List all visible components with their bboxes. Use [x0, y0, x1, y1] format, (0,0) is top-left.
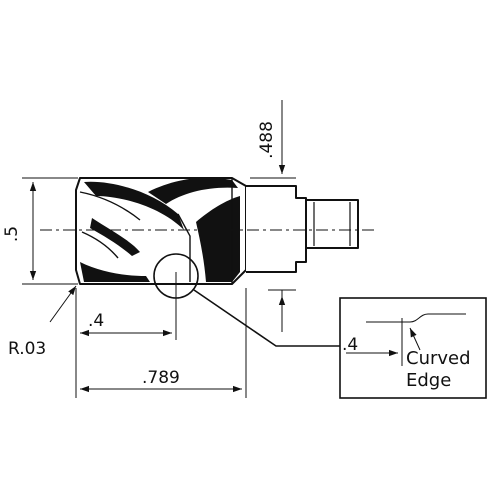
- flute-lower: [80, 262, 150, 282]
- dim-shank-height-label: .488: [257, 121, 277, 159]
- flute-right-band: [196, 196, 240, 282]
- dim-diameter: [22, 177, 78, 285]
- dim-flute-length-label: .4: [88, 311, 104, 331]
- dim-flute-length: [75, 272, 177, 398]
- detail-callout-circle: [153, 253, 199, 299]
- flute-upper-right: [148, 177, 238, 204]
- flute-middle: [90, 218, 140, 256]
- detail-box: [339, 297, 487, 399]
- detail-caption-edge: Edge: [406, 370, 451, 391]
- neck-outline: [246, 185, 307, 273]
- detail-caption-curved: Curved: [406, 348, 471, 369]
- flute-shading: [80, 177, 240, 282]
- threaded-shank: [305, 199, 359, 249]
- shank-thread-lines: [313, 202, 351, 246]
- flute-edges: [79, 178, 233, 284]
- dim-overall-length-label: .789: [142, 368, 180, 388]
- flute-top: [84, 181, 184, 230]
- dim-corner-radius: [49, 285, 77, 323]
- detail-leader-line: [193, 289, 340, 347]
- dim-diameter-label: .5: [2, 226, 22, 242]
- detail-dim-label: .4: [342, 335, 358, 355]
- dim-corner-radius-label: R.03: [8, 339, 46, 359]
- dim-overall-length: [80, 288, 247, 398]
- dim-shank-height: [250, 100, 296, 332]
- detail-profile: [346, 313, 466, 366]
